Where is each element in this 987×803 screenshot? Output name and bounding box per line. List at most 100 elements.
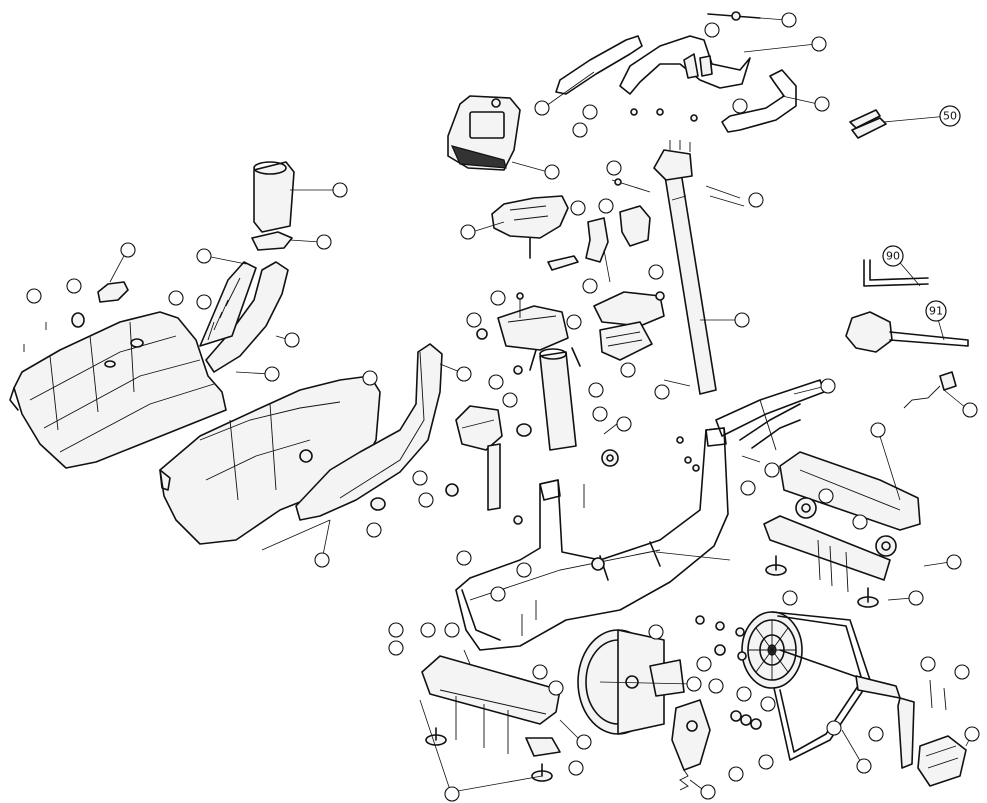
callout-c20 [362, 370, 378, 386]
leader-lines [109, 17, 973, 793]
callout-c55 [516, 562, 532, 578]
callout-c41 [870, 422, 886, 438]
console-mast [653, 149, 717, 395]
front-stabilizer-tube [763, 515, 891, 581]
callout-c78 [920, 656, 936, 672]
callout-c11 [316, 234, 332, 250]
crank-arm-left [487, 443, 501, 511]
callout-c46 [946, 554, 962, 570]
callout-c18 [284, 332, 300, 348]
seat-adjust-lever [547, 255, 579, 271]
rear-stabilizer-bolts [455, 696, 509, 754]
mast-hardware-upper [611, 178, 651, 193]
callout-c13 [196, 248, 212, 264]
callout-c12 [120, 242, 136, 258]
callout-c22 [460, 224, 476, 240]
callout-c14 [26, 288, 42, 304]
pedal-left [455, 405, 503, 451]
rear-stabilizer-tube [421, 655, 561, 725]
ac-adapter [903, 371, 957, 409]
drive-belt [771, 611, 871, 761]
front-stabilizer-cover [779, 451, 921, 531]
callout-c35 [588, 382, 604, 398]
front-stabilizer-feet [765, 555, 879, 608]
callout-c61 [548, 680, 564, 696]
callout-c3 [704, 22, 720, 38]
callout-c74 [758, 754, 774, 770]
magnet-brake [649, 659, 685, 697]
callout-c2 [811, 36, 827, 52]
idler-bracket [671, 699, 711, 771]
callout-c31 [734, 312, 750, 328]
seat-bracket-plate [619, 205, 651, 247]
cup-holder-sleeve [253, 161, 295, 233]
handle-grip-cap [97, 281, 129, 303]
callout-90: 90 [882, 245, 904, 267]
callout-c71 [782, 590, 798, 606]
callout-c75 [826, 720, 842, 736]
callout-c19 [264, 366, 280, 382]
callout-c77 [856, 758, 872, 774]
callout-c70 [760, 696, 776, 712]
callout-c47 [908, 590, 924, 606]
knob-part [71, 312, 85, 328]
side-rail-shroud [295, 343, 443, 521]
callout-c51 [366, 522, 382, 538]
callout-c40 [820, 378, 836, 394]
callout-c23 [570, 200, 586, 216]
callout-c1 [781, 12, 797, 28]
screws-left [23, 322, 47, 352]
callout-c17 [196, 294, 212, 310]
callout-c10 [332, 182, 348, 198]
seat-base-shroud [159, 375, 381, 545]
callout-c6 [572, 122, 588, 138]
small-knob-part [370, 497, 386, 511]
pedal-right [917, 735, 967, 787]
flywheel [577, 629, 665, 735]
callout-c59 [444, 622, 460, 638]
callout-c62 [576, 734, 592, 750]
seat-slide-carriage [497, 305, 569, 351]
callout-c49 [412, 470, 428, 486]
callout-c4 [534, 100, 550, 116]
accessory-tray [593, 291, 665, 361]
drive-pulley [741, 611, 803, 689]
callout-c69 [736, 686, 752, 702]
callout-c29 [566, 314, 582, 330]
main-frame [455, 427, 729, 651]
callout-c63 [568, 760, 584, 776]
misc-hardware [445, 108, 947, 711]
callout-c43 [764, 462, 780, 478]
seat-back-bracket [585, 217, 609, 263]
callout-c42 [740, 480, 756, 496]
callout-c34 [488, 374, 504, 390]
callout-c24 [598, 198, 614, 214]
callout-c57 [388, 640, 404, 656]
callout-c26 [582, 278, 598, 294]
allen-key [863, 259, 929, 287]
callout-c72 [700, 784, 716, 800]
callout-c38 [616, 416, 632, 432]
callout-91: 91 [925, 300, 947, 322]
callout-c56 [388, 622, 404, 638]
callout-c39 [654, 384, 670, 400]
callout-c67 [696, 656, 712, 672]
callout-c27 [490, 290, 506, 306]
callout-c30 [648, 264, 664, 280]
callout-c32 [748, 192, 764, 208]
callout-bubbles [26, 12, 980, 802]
callout-c52 [314, 552, 330, 568]
callout-c66 [648, 624, 664, 640]
svg-text:91: 91 [929, 305, 943, 318]
crank-arm-right [897, 697, 915, 769]
bearing-washers [695, 615, 745, 637]
callout-c37 [592, 406, 608, 422]
svg-text:90: 90 [886, 250, 900, 263]
callout-c64 [444, 786, 460, 802]
callout-c79 [954, 664, 970, 680]
callout-c65 [686, 676, 702, 692]
callout-c16 [168, 290, 184, 306]
callout-c9 [544, 164, 560, 180]
callout-c48 [962, 402, 978, 418]
seat-post-collar [516, 423, 532, 437]
